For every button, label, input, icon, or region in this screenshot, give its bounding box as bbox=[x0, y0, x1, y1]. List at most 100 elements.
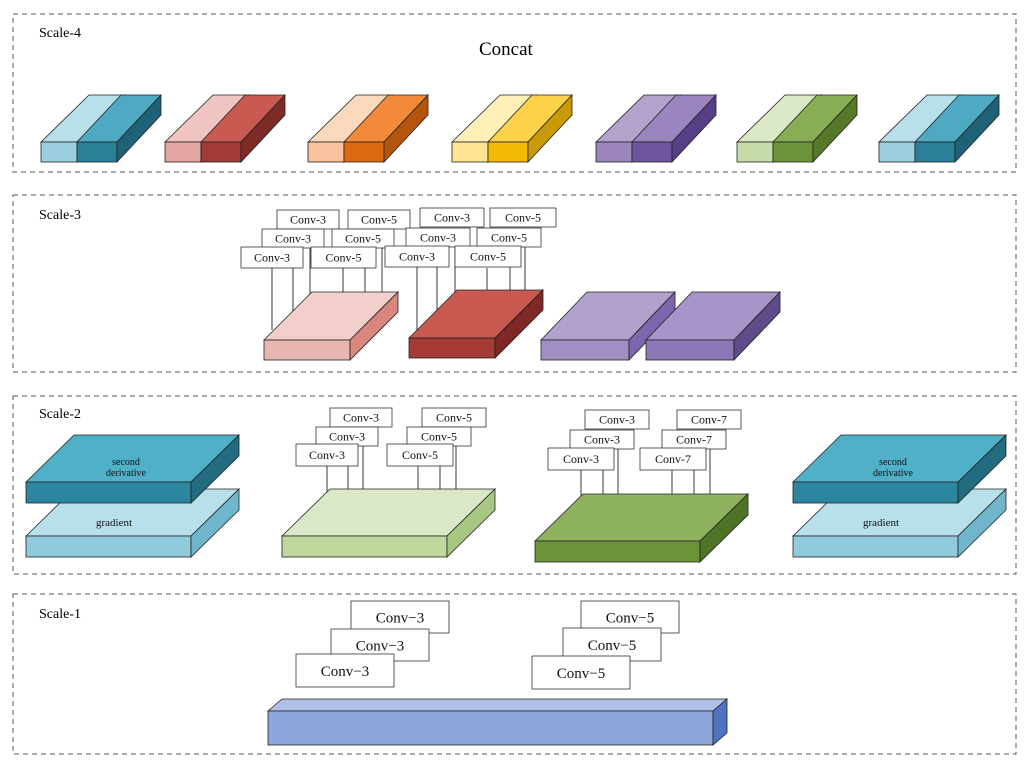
s2-second-derivative-block-right bbox=[792, 434, 1007, 504]
s3-red-conv3-3: Conv-3 bbox=[419, 207, 485, 228]
s2-second-derivative-label-1-right: second bbox=[879, 457, 907, 468]
s2-lightgreen-block bbox=[281, 488, 496, 558]
concat-block-light-blue-2-b-front bbox=[914, 141, 956, 163]
s3-pink-conv3-1-text: Conv-3 bbox=[254, 251, 290, 265]
concat-block-yellow-b-front bbox=[487, 141, 529, 163]
scale3-blocks: Conv-3Conv-3Conv-3Conv-5Conv-5Conv-5Conv… bbox=[240, 207, 781, 361]
s1-conv3-1-text: Conv−3 bbox=[321, 664, 369, 680]
concat-block-pink-red-a-front bbox=[164, 141, 202, 163]
concat-block-pink-red-b-front bbox=[200, 141, 242, 163]
s1-conv3-3: Conv−3 bbox=[350, 600, 450, 634]
s1-conv5-2-text: Conv−5 bbox=[588, 638, 636, 654]
scale1-frame bbox=[12, 593, 1017, 755]
s3-pink-conv3-3: Conv-3 bbox=[276, 209, 340, 230]
s3-red-conv5-1-text: Conv-5 bbox=[470, 250, 506, 264]
scale4-label: Scale-4 bbox=[39, 26, 81, 41]
concat-block-green-b bbox=[772, 93, 858, 164]
scale2-label: Scale-2 bbox=[39, 407, 81, 422]
s2-dg-conv7-3-box bbox=[676, 409, 742, 430]
s3-pink-block-side bbox=[349, 291, 399, 361]
s2-lg-conv5-2: Conv-5 bbox=[406, 426, 472, 447]
s2-second-derivative-block-right-side bbox=[957, 434, 1007, 504]
s2-darkgreen-block-side bbox=[699, 493, 749, 563]
s3-red-block bbox=[408, 289, 544, 359]
s1-conv5-3-text: Conv−5 bbox=[606, 610, 654, 626]
s2-gradient-block-left-front bbox=[25, 535, 192, 558]
s2-lg-conv5-1-text: Conv-5 bbox=[402, 448, 438, 462]
s2-second-derivative-label-2-left: derivative bbox=[106, 468, 147, 479]
s2-darkgreen-block bbox=[534, 493, 749, 563]
s3-purple-block-2-side bbox=[733, 291, 781, 361]
s3-purple-block-2 bbox=[645, 291, 781, 361]
s2-lg-conv3-2: Conv-3 bbox=[315, 426, 379, 447]
s2-dg-conv7-1: Conv-7 bbox=[639, 447, 707, 471]
s3-red-conv3-1: Conv-3 bbox=[384, 245, 450, 268]
s2-dg-conv7-3: Conv-7 bbox=[676, 409, 742, 430]
s3-pink-block-front bbox=[263, 339, 351, 361]
concat-block-light-blue-2-a-front bbox=[878, 141, 916, 163]
s2-dg-conv3-3-box bbox=[584, 409, 650, 430]
s2-dg-conv7-2-text: Conv-7 bbox=[676, 433, 712, 447]
s2-lightgreen-block-side bbox=[446, 488, 496, 558]
s2-lg-conv5-1: Conv-5 bbox=[386, 443, 454, 467]
s2-dg-conv3-1-text: Conv-3 bbox=[563, 452, 599, 466]
s3-pink-conv5-1-text: Conv-5 bbox=[326, 251, 362, 265]
s3-red-conv5-3: Conv-5 bbox=[489, 207, 557, 228]
scale2-frame bbox=[12, 395, 1017, 575]
s3-pink-conv5-1: Conv-5 bbox=[310, 246, 377, 269]
s1-base-block-top bbox=[266, 698, 729, 712]
s1-base-block bbox=[266, 698, 729, 746]
scale2-blocks: gradientsecondderivativegradientsecondde… bbox=[25, 407, 1007, 563]
concat-block-yellow-b-side bbox=[527, 93, 573, 164]
s3-red-conv5-3-text: Conv-5 bbox=[505, 211, 541, 225]
s2-second-derivative-label-1-left: second bbox=[112, 457, 140, 468]
s2-lg-conv3-3-text: Conv-3 bbox=[343, 411, 379, 425]
s1-conv5-1-text: Conv−5 bbox=[557, 666, 605, 682]
s2-lg-conv5-3-text: Conv-5 bbox=[436, 411, 472, 425]
s3-red-conv3-3-box bbox=[419, 207, 485, 228]
concat-block-green-a-front bbox=[736, 141, 774, 163]
s2-lg-conv3-3: Conv-3 bbox=[329, 407, 393, 428]
scale3-frame bbox=[12, 194, 1017, 373]
s2-second-derivative-block-right-front bbox=[792, 481, 959, 504]
concat-block-purple-b-side bbox=[671, 93, 717, 164]
concat-block-peach-orange-b-front bbox=[343, 141, 385, 163]
s2-lg-conv3-2-text: Conv-3 bbox=[329, 430, 365, 444]
s3-red-conv3-1-text: Conv-3 bbox=[399, 250, 435, 264]
concat-block-light-blue-b-front bbox=[76, 141, 118, 163]
s2-second-derivative-label-2-right: derivative bbox=[873, 468, 914, 479]
concat-block-light-blue-b-side bbox=[116, 93, 162, 164]
s2-dg-conv7-1-text: Conv-7 bbox=[655, 452, 691, 466]
s1-base-block-front bbox=[267, 710, 714, 746]
concat-block-light-blue-b bbox=[76, 93, 162, 164]
s3-red-conv3-2: Conv-3 bbox=[405, 227, 471, 248]
s1-base-block-side bbox=[712, 698, 728, 746]
concat-block-peach-orange-b-side bbox=[383, 93, 429, 164]
s3-pink-conv5-2-text: Conv-5 bbox=[345, 232, 381, 246]
s3-red-conv5-1-box bbox=[454, 245, 522, 268]
s3-red-conv3-1-box bbox=[384, 245, 450, 268]
s2-second-derivative-block-left bbox=[25, 434, 240, 504]
s2-dg-conv7-2: Conv-7 bbox=[661, 429, 727, 450]
s2-second-derivative-block-left-side bbox=[190, 434, 240, 504]
s2-lg-conv3-1: Conv-3 bbox=[295, 443, 359, 467]
s1-conv3-3-text: Conv−3 bbox=[376, 610, 424, 626]
s3-pink-block bbox=[263, 291, 399, 361]
s2-gradient-block-right-side bbox=[957, 488, 1007, 558]
s3-pink-conv3-2-text: Conv-3 bbox=[275, 232, 311, 246]
s3-red-conv5-2: Conv-5 bbox=[476, 227, 542, 248]
concat-block-yellow-b bbox=[487, 93, 573, 164]
s2-lightgreen-block-front bbox=[281, 535, 448, 558]
concat-block-peach-orange-b bbox=[343, 93, 429, 164]
s2-second-derivative-block-left-front bbox=[25, 481, 192, 504]
concat-block-purple-b-front bbox=[631, 141, 673, 163]
concat-title: Concat bbox=[479, 39, 534, 60]
s3-pink-conv3-2: Conv-3 bbox=[261, 228, 325, 249]
s2-lg-conv3-1-text: Conv-3 bbox=[309, 448, 345, 462]
s2-dg-conv7-1-box bbox=[639, 447, 707, 471]
s3-red-conv5-2-text: Conv-5 bbox=[491, 231, 527, 245]
s3-pink-conv3-1: Conv-3 bbox=[240, 246, 304, 269]
concat-block-light-blue-2-b bbox=[914, 93, 1000, 164]
concat-block-peach-orange-a-front bbox=[307, 141, 345, 163]
